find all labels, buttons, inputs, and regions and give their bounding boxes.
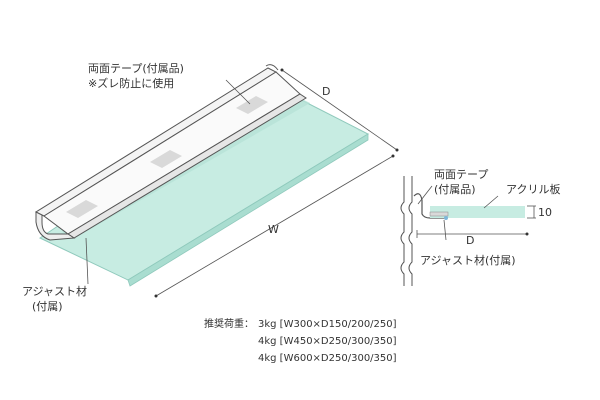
side-wall-profile bbox=[400, 176, 413, 286]
load-heading: 推奨荷重： bbox=[204, 319, 254, 330]
tape-leader bbox=[225, 79, 251, 105]
tape-pad-2 bbox=[150, 150, 182, 168]
side-tape bbox=[429, 211, 449, 217]
dim-w-label: W bbox=[268, 223, 279, 236]
bracket-top-curl bbox=[265, 64, 279, 71]
load-row: 4kg [W600×D250/300/350] bbox=[258, 353, 397, 364]
side-tape-label-line1: 両面テープ bbox=[434, 168, 489, 181]
acrylic-label: アクリル板 bbox=[506, 183, 561, 196]
tape-pad-1 bbox=[236, 96, 268, 114]
adjuster-leader bbox=[85, 237, 89, 285]
dim-d-line bbox=[281, 69, 398, 151]
bracket-end-cap bbox=[35, 211, 76, 241]
load-row: 4kg [W450×D250/300/350] bbox=[258, 336, 397, 347]
acrylic-shelf-edge bbox=[127, 133, 369, 287]
adjuster-label-line2: (付属) bbox=[32, 300, 63, 313]
side-adjuster-label: アジャスト材(付属) bbox=[420, 254, 516, 267]
thickness-label: 10 bbox=[538, 206, 552, 219]
tape-label: 両面テープ(付属品) bbox=[88, 62, 184, 75]
dim-d-label: D bbox=[322, 85, 331, 98]
side-acrylic-plate bbox=[430, 206, 525, 218]
side-bracket-profile bbox=[413, 193, 446, 219]
dim-w-line bbox=[155, 155, 394, 297]
adjuster-label-line1: アジャスト材 bbox=[22, 285, 88, 298]
tape-note: ※ズレ防止に使用 bbox=[88, 77, 175, 90]
tape-pad-3 bbox=[66, 200, 98, 218]
side-tape-label-line2: (付属品) bbox=[434, 183, 476, 196]
load-row: 3kg [W300×D150/200/250] bbox=[258, 319, 397, 330]
side-dim-d-label: D bbox=[466, 234, 475, 247]
